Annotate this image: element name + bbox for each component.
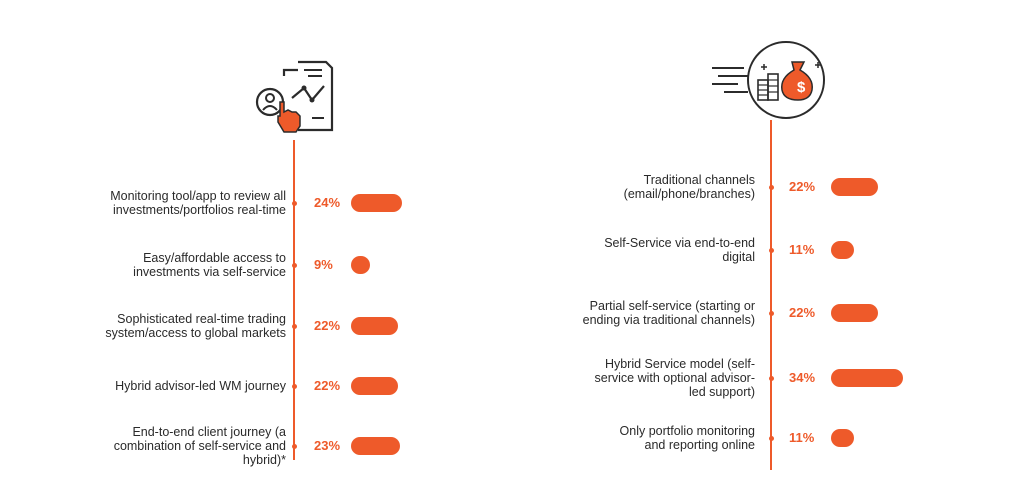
category-label-line: ending via traditional channels) [582,313,755,327]
money-bag-coins-icon: $ [708,40,828,120]
value-label: 9% [314,257,333,272]
value-label: 22% [789,305,816,320]
category-label-line: and reporting online [644,438,756,452]
chart-axis-line [770,120,772,470]
category-label-line: service with optional advisor- [594,371,756,385]
category-label-line: Traditional channels [643,173,755,187]
axis-dot [768,435,774,441]
category-label-line: digital [722,250,755,264]
category-label-line: Only portfolio monitoring [619,424,755,438]
value-bar [351,437,400,455]
category-label-line: combination of self-service and [113,439,286,453]
svg-text:$: $ [797,79,806,96]
category-label: Hybrid Service model (self-service with … [555,357,756,399]
value-label: 11% [789,430,815,445]
value-label: 22% [789,179,816,194]
value-label: 22% [314,318,341,333]
value-label: 11% [789,242,815,257]
axis-dot [291,323,297,329]
value-bar [351,194,402,212]
touch-screen-analytics-icon [252,58,336,138]
value-bar [351,256,370,274]
axis-dot [291,443,297,449]
value-label: 23% [314,438,341,453]
value-bar [831,241,854,259]
value-bar [831,429,854,447]
value-bar [831,178,878,196]
axis-dot [291,200,297,206]
chart-axis-line [293,140,295,460]
value-bar [831,369,903,387]
category-label-line: Sophisticated real-time trading [117,312,286,326]
category-label-line: Hybrid Service model (self- [604,357,755,371]
axis-dot [768,375,774,381]
category-label-line: investments/portfolios real-time [113,203,286,217]
category-label-line: Monitoring tool/app to review all [110,189,286,203]
category-label-line: system/access to global markets [105,326,286,340]
axis-dot [768,184,774,190]
category-label-line: Self-Service via end-to-end [604,236,755,250]
axis-dot [291,262,297,268]
category-label-line: led support) [688,385,755,399]
value-label: 34% [789,370,816,385]
value-bar [831,304,878,322]
category-label: Traditional channels(email/phone/branche… [555,173,755,201]
value-label: 24% [314,195,341,210]
value-label: 22% [314,378,341,393]
category-label-line: investments via self-service [133,265,286,279]
axis-dot [768,247,774,253]
category-label-line: (email/phone/branches) [623,187,755,201]
category-label-line: Easy/affordable access to [143,251,286,265]
chart-panel-right: $ Traditional channels(email/phone/branc… [512,0,1024,501]
axis-dot [291,383,297,389]
category-label-line: hybrid)* [242,453,286,467]
category-label: Hybrid advisor-led WM journey [56,379,286,393]
value-bar [351,377,398,395]
value-bar [351,317,398,335]
category-label-line: Hybrid advisor-led WM journey [115,379,286,393]
category-label-line: Partial self-service (starting or [589,299,755,313]
axis-dot [768,310,774,316]
category-label-line: End-to-end client journey (a [132,425,286,439]
